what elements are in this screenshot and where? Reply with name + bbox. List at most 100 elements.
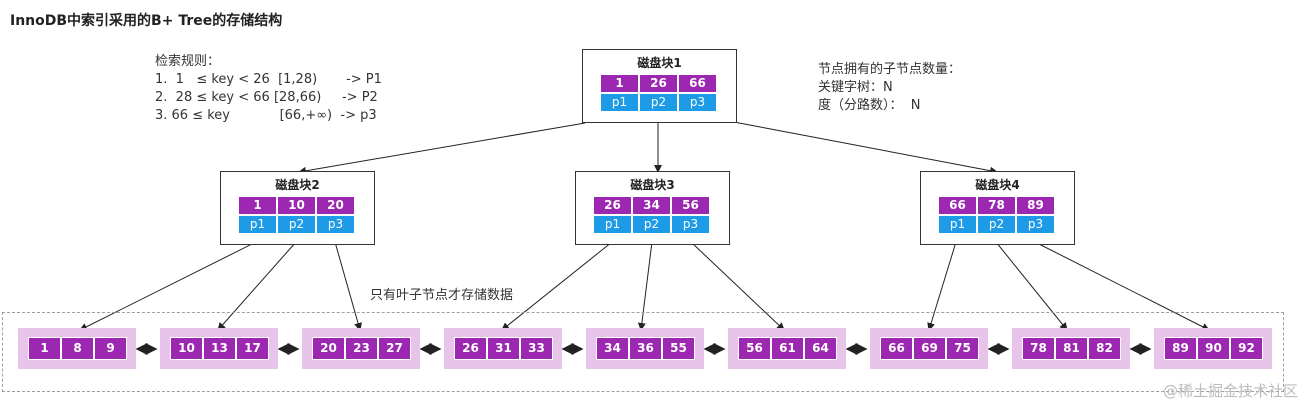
pointer-row: p1 p2 p3 [600, 93, 717, 112]
leaf-key-cell: 56 [738, 337, 771, 360]
leaf-node: 10 13 17 [160, 328, 278, 369]
leaf-node: 1 8 9 [18, 328, 136, 369]
leaf-key-row: 20 23 27 [312, 337, 411, 360]
leaf-key-cell: 17 [236, 337, 269, 360]
key-cell: 1 [600, 74, 639, 93]
key-cell: 34 [632, 196, 671, 215]
leaf-key-cell: 8 [61, 337, 94, 360]
leaf-key-cell: 89 [1164, 337, 1197, 360]
pointer-cell: p3 [1016, 215, 1055, 234]
search-rule-1: 1. 1 ≤ key < 26 [1,28) -> P1 [155, 72, 382, 87]
pointer-cell: p2 [639, 93, 678, 112]
leaf-key-cell: 13 [203, 337, 236, 360]
leaf-key-cell: 26 [454, 337, 487, 360]
edge-root-p3 [696, 114, 998, 175]
pointer-cell: p2 [277, 215, 316, 234]
key-row: 26 34 56 [593, 196, 710, 215]
leaf-key-cell: 23 [345, 337, 378, 360]
node-info: 节点拥有的子节点数量： 关键字树：N 度（分路数）： N [818, 61, 961, 115]
leaf-key-cell: 82 [1088, 337, 1121, 360]
pointer-cell: p1 [593, 215, 632, 234]
disk-block-3: 磁盘块3 26 34 56 p1 p2 p3 [575, 171, 730, 245]
pointer-cell: p2 [977, 215, 1016, 234]
pointer-cell: p3 [316, 215, 355, 234]
leaf-key-cell: 64 [804, 337, 837, 360]
pointer-cell: p3 [678, 93, 717, 112]
pointer-cell: p1 [600, 93, 639, 112]
leaf-key-cell: 33 [520, 337, 553, 360]
leaf-key-row: 26 31 33 [454, 337, 553, 360]
leaf-key-cell: 27 [378, 337, 411, 360]
search-rule-2: 2. 28 ≤ key < 66 [28,66) -> P2 [155, 90, 378, 105]
key-cell: 20 [316, 196, 355, 215]
disk-block-label: 磁盘块1 [637, 56, 682, 70]
leaf-node: 89 90 92 [1154, 328, 1272, 369]
edge-b3-p3 [690, 241, 785, 331]
search-rules-heading: 检索规则： [155, 54, 221, 69]
leaf-key-cell: 31 [487, 337, 520, 360]
key-cell: 89 [1016, 196, 1055, 215]
key-cell: 66 [678, 74, 717, 93]
key-cell: 1 [238, 196, 277, 215]
leaf-node: 78 81 82 [1012, 328, 1130, 369]
pointer-row: p1 p2 p3 [593, 215, 710, 234]
leaf-key-cell: 92 [1230, 337, 1263, 360]
leaf-key-cell: 61 [771, 337, 804, 360]
pointer-cell: p2 [632, 215, 671, 234]
disk-block-2: 磁盘块2 1 10 20 p1 p2 p3 [220, 171, 375, 245]
pointer-row: p1 p2 p3 [938, 215, 1055, 234]
leaf-node: 56 61 64 [728, 328, 846, 369]
leaf-key-row: 56 61 64 [738, 337, 837, 360]
edge-b4-p3 [1034, 241, 1210, 331]
disk-block-label: 磁盘块2 [275, 178, 320, 192]
key-cell: 10 [277, 196, 316, 215]
key-cell: 26 [593, 196, 632, 215]
leaf-node: 34 36 55 [586, 328, 704, 369]
search-rule-3: 3. 66 ≤ key [66,+∞) -> p3 [155, 108, 377, 123]
leaf-note: 只有叶子节点才存储数据 [370, 288, 514, 303]
edge-b3-p1 [501, 241, 613, 331]
leaf-level-area [2, 312, 1284, 392]
key-row: 66 78 89 [938, 196, 1055, 215]
edge-b2-p2 [217, 241, 297, 331]
leaf-node: 20 23 27 [302, 328, 420, 369]
key-cell: 56 [671, 196, 710, 215]
disk-block-label: 磁盘块3 [630, 178, 675, 192]
key-cell: 66 [938, 196, 977, 215]
pointer-cell: p1 [238, 215, 277, 234]
edge-b4-p2 [995, 241, 1068, 331]
leaf-key-row: 78 81 82 [1022, 337, 1121, 360]
leaf-node: 26 31 33 [444, 328, 562, 369]
leaf-key-cell: 78 [1022, 337, 1055, 360]
node-info-line-1: 节点拥有的子节点数量： [818, 62, 962, 77]
leaf-key-cell: 34 [596, 337, 629, 360]
watermark: @稀土掘金技术社区 [1162, 382, 1298, 400]
node-info-line-2: 关键字树：N [818, 80, 893, 95]
key-cell: 78 [977, 196, 1016, 215]
edge-b4-p1 [927, 241, 957, 331]
key-row: 1 26 66 [600, 74, 717, 93]
leaf-key-cell: 81 [1055, 337, 1088, 360]
edge-b2-p3 [334, 241, 362, 331]
leaf-key-row: 89 90 92 [1164, 337, 1263, 360]
leaf-node: 66 69 75 [870, 328, 988, 369]
leaf-key-cell: 69 [913, 337, 946, 360]
disk-block-root: 磁盘块1 1 26 66 p1 p2 p3 [582, 49, 737, 123]
node-info-line-3: 度（分路数）： N [818, 98, 921, 113]
leaf-key-row: 1 8 9 [28, 337, 127, 360]
disk-block-label: 磁盘块4 [975, 178, 1020, 192]
pointer-cell: p1 [938, 215, 977, 234]
edge-b2-p1 [79, 241, 257, 331]
pointer-row: p1 p2 p3 [238, 215, 355, 234]
leaf-key-cell: 1 [28, 337, 61, 360]
edge-b3-p2 [637, 241, 653, 331]
leaf-key-cell: 66 [880, 337, 913, 360]
leaf-key-cell: 36 [629, 337, 662, 360]
key-cell: 26 [639, 74, 678, 93]
leaf-key-cell: 75 [946, 337, 979, 360]
leaf-key-cell: 90 [1197, 337, 1230, 360]
leaf-key-row: 10 13 17 [170, 337, 269, 360]
leaf-key-row: 34 36 55 [596, 337, 695, 360]
disk-block-4: 磁盘块4 66 78 89 p1 p2 p3 [920, 171, 1075, 245]
